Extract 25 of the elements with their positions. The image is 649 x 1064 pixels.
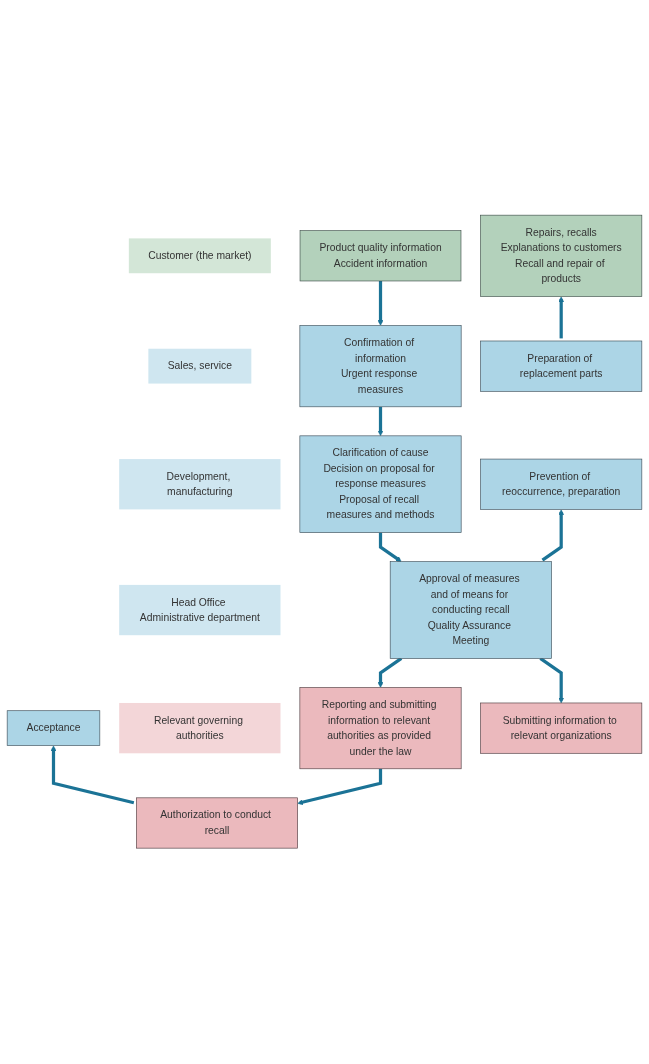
node-box: Acceptance <box>6 710 101 747</box>
node-box: Product quality information Accident information <box>299 230 462 282</box>
node-box: Relevant governing authorities <box>119 703 281 754</box>
node-box: Prevention of reoccurrence, preparation <box>480 459 643 511</box>
node-box: Clarification of cause Decision on proposal for response measures Proposal of recall measures and methods <box>299 435 462 534</box>
node-box: Reporting and submitting information to relevant authorities as provided under the law <box>299 687 462 770</box>
arrow <box>539 657 564 704</box>
arrow <box>378 532 402 563</box>
arrow <box>541 509 564 562</box>
node-box: Development, manufacturing <box>119 459 281 510</box>
node-box: Confirmation of information Urgent response measures <box>299 325 462 408</box>
node-box: Repairs, recalls Explanations to customers Recall and repair of products <box>480 215 643 298</box>
node-box: Authorization to conduct recall <box>136 797 298 849</box>
node-box: Head Office Administrative department <box>119 585 281 636</box>
node-box: Customer (the market) <box>128 238 271 274</box>
arrow <box>377 657 403 689</box>
arrow <box>377 407 384 437</box>
node-box: Preparation of replacement parts <box>480 341 643 392</box>
arrow <box>558 296 564 339</box>
node-box: Approval of measures and of means for conducting recall Quality Assurance Meeting <box>389 561 552 660</box>
node-box: Sales, service <box>148 349 252 384</box>
arrow <box>50 745 135 805</box>
node-box: Submitting information to relevant organizations <box>480 703 643 754</box>
arrow <box>377 281 384 327</box>
arrow <box>297 769 383 806</box>
